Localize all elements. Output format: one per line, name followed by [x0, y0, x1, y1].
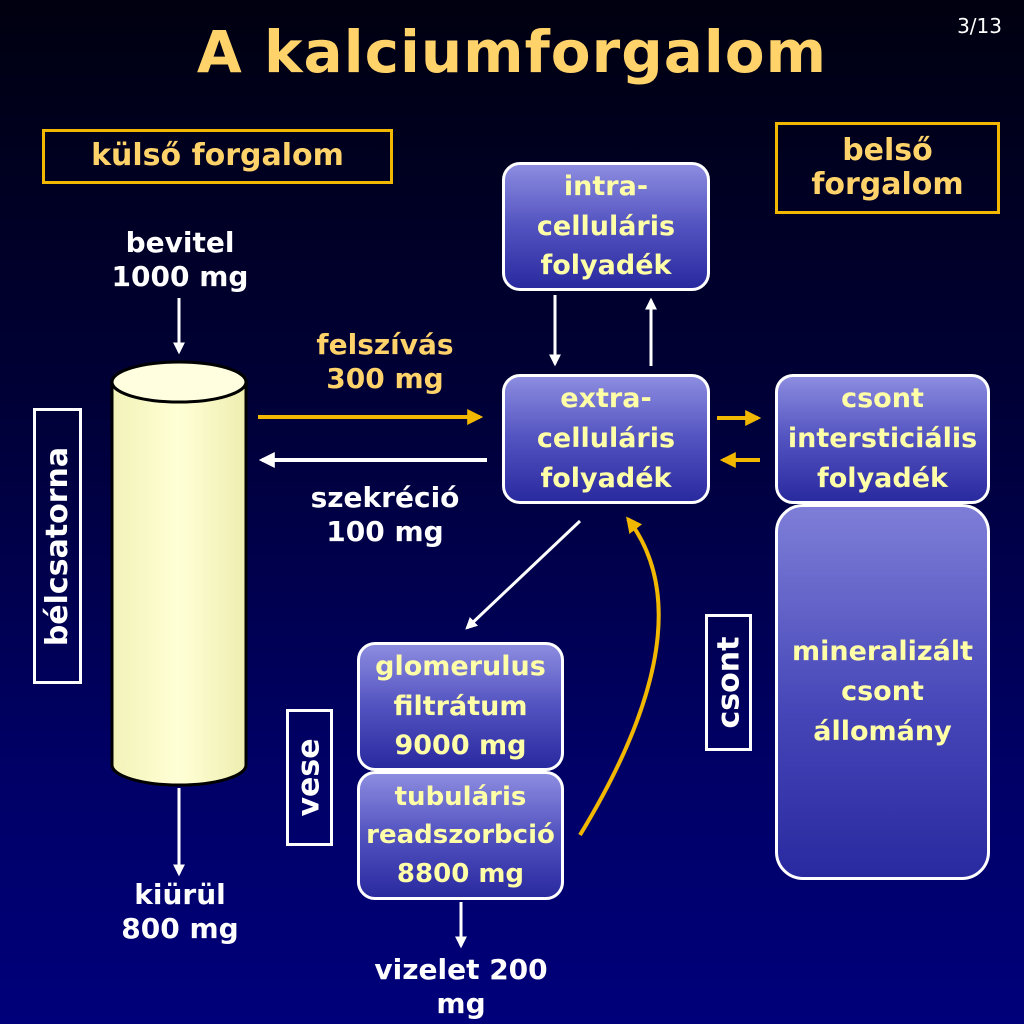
urine-text: vizelet 200 mg: [374, 953, 548, 1020]
intestine-label: bélcsatorna: [33, 408, 82, 684]
reabsorption-arrow: [578, 516, 661, 837]
excretion-text: kiürül 800 mg: [121, 878, 239, 945]
page-title: A kalciumforgalom: [196, 18, 828, 86]
intake-text: bevitel 1000 mg: [111, 226, 249, 293]
filtration-arrow: [465, 519, 582, 630]
tubular-reabsorption-box: tubuláris readszorbció 8800 mg: [357, 771, 564, 900]
absorption-text: felszívás 300 mg: [316, 328, 454, 395]
secretion-text: szekréció 100 mg: [310, 481, 460, 548]
glomerulus-filtrate-box: glomerulus filtrátum 9000 mg: [357, 642, 564, 771]
extracellular-fluid-box: extra- celluláris folyadék: [502, 374, 710, 504]
external-turnover-label: külső forgalom: [42, 129, 393, 184]
bone-interstitial-fluid-box: csont intersticiális folyadék: [775, 374, 990, 504]
internal-turnover-label: belső forgalom: [775, 122, 1000, 214]
bone-label-text: csont: [711, 636, 747, 729]
mineralized-bone-box: mineralizált csont állomány: [775, 504, 990, 880]
kidney-label-text: vese: [292, 738, 328, 817]
page-number: 3/13: [957, 14, 1002, 38]
kidney-label: vese: [286, 709, 333, 846]
intracellular-fluid-box: intra- celluláris folyadék: [502, 162, 710, 291]
bone-label: csont: [705, 614, 752, 751]
intestine-label-text: bélcsatorna: [40, 446, 75, 646]
intestine-cylinder: [110, 360, 248, 787]
